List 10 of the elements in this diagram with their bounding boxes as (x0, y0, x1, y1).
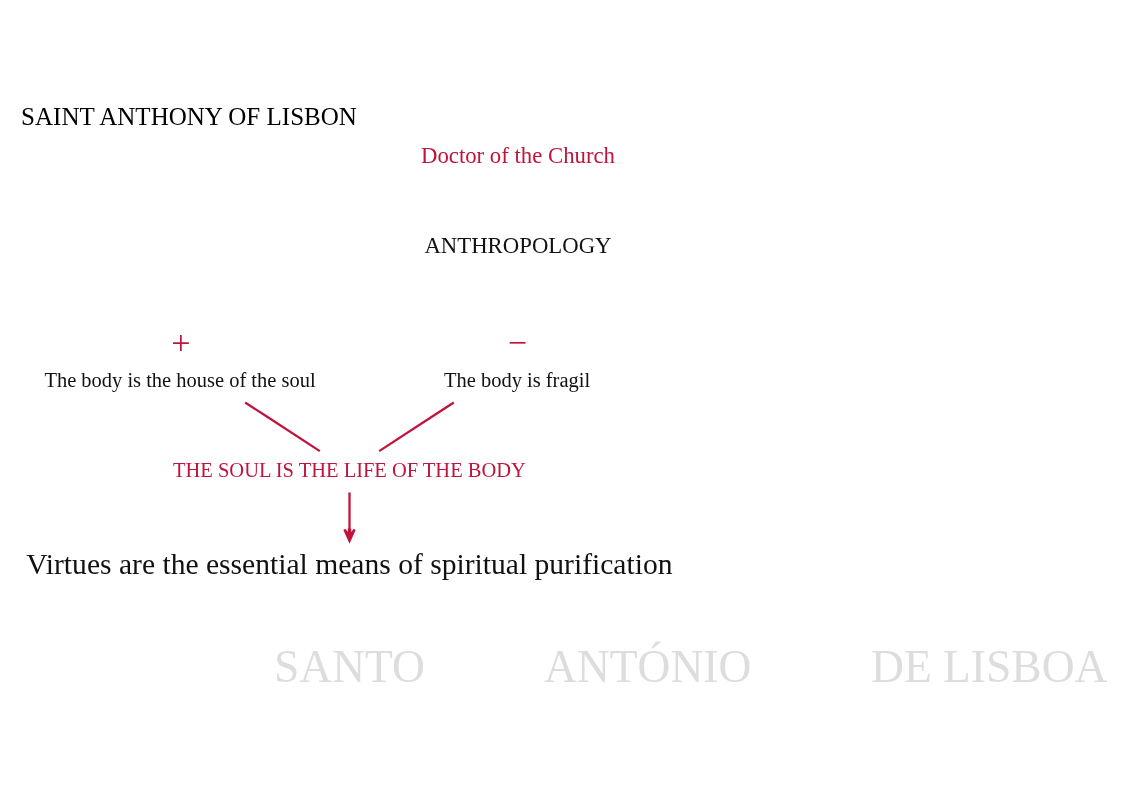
label: ANTHROPOLOGY (424, 232, 612, 258)
node-text: − The body is fragil (443, 323, 591, 391)
node-text: + The body is the house of the soul (44, 323, 316, 391)
node-text: THE SOUL IS THE LIFE OF THE BODY (173, 458, 526, 481)
connector (244, 401, 321, 452)
label: Doctor of the Church (421, 142, 615, 168)
connector (378, 401, 455, 452)
node-text: Virtues are the essential means of spiritual purification (26, 547, 673, 580)
diagram-title: SAINT ANTHONY OF LISBON (21, 102, 357, 130)
arrow (343, 491, 356, 542)
